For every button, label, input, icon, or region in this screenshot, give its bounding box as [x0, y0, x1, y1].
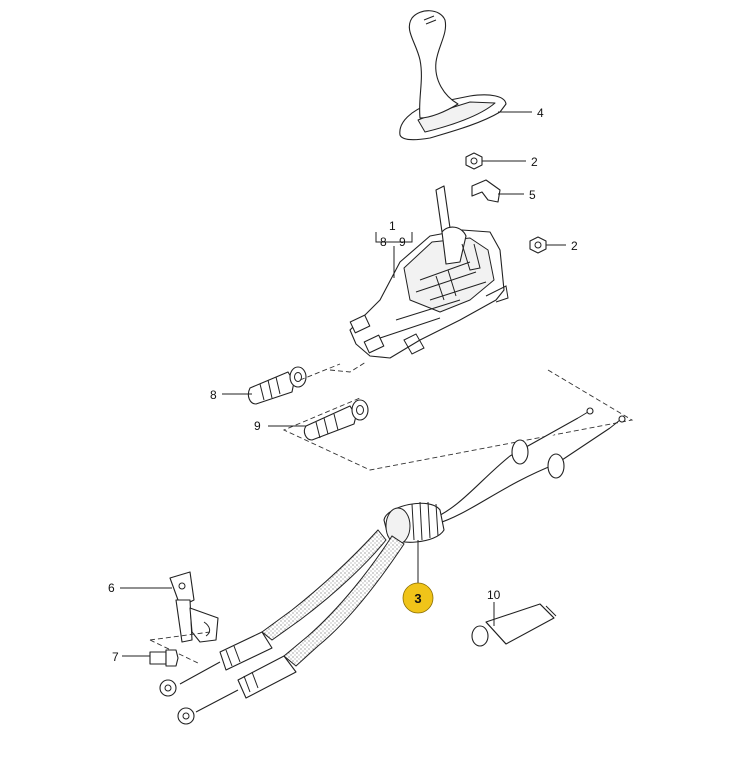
- callout-2-right: 2: [571, 239, 578, 253]
- callout-3-highlight[interactable]: 3: [402, 582, 434, 614]
- bracket-part[interactable]: [169, 571, 219, 643]
- assembly-boundary: [282, 361, 634, 471]
- nut-part-right[interactable]: [529, 236, 547, 254]
- callout-9: 9: [254, 419, 261, 433]
- callout-1: 1: [389, 219, 396, 233]
- callout-labels: 1 8 9 2 2 4 5 6 7 8 9 10: [108, 106, 578, 664]
- nut-part-upper[interactable]: [465, 152, 483, 170]
- ball-socket-part-9[interactable]: [303, 399, 369, 441]
- callout-4: 4: [537, 106, 544, 120]
- callout-6: 6: [108, 581, 115, 595]
- bolt-part[interactable]: [149, 649, 179, 667]
- shift-cable-assembly[interactable]: [159, 407, 626, 725]
- ball-socket-part-8[interactable]: [247, 366, 307, 405]
- callout-1-8: 8: [380, 235, 387, 249]
- shift-knob-part[interactable]: [399, 10, 507, 141]
- leader-lines: [120, 111, 566, 657]
- callout-1-9: 9: [399, 235, 406, 249]
- grease-tube-part[interactable]: [471, 603, 557, 647]
- shift-mechanism-housing[interactable]: [349, 185, 509, 359]
- callout-3: 3: [414, 591, 421, 606]
- callout-7: 7: [112, 650, 119, 664]
- clip-part[interactable]: [471, 179, 501, 203]
- callout-2-upper: 2: [531, 155, 538, 169]
- callout-8: 8: [210, 388, 217, 402]
- callout-10: 10: [487, 588, 501, 602]
- callout-5: 5: [529, 188, 536, 202]
